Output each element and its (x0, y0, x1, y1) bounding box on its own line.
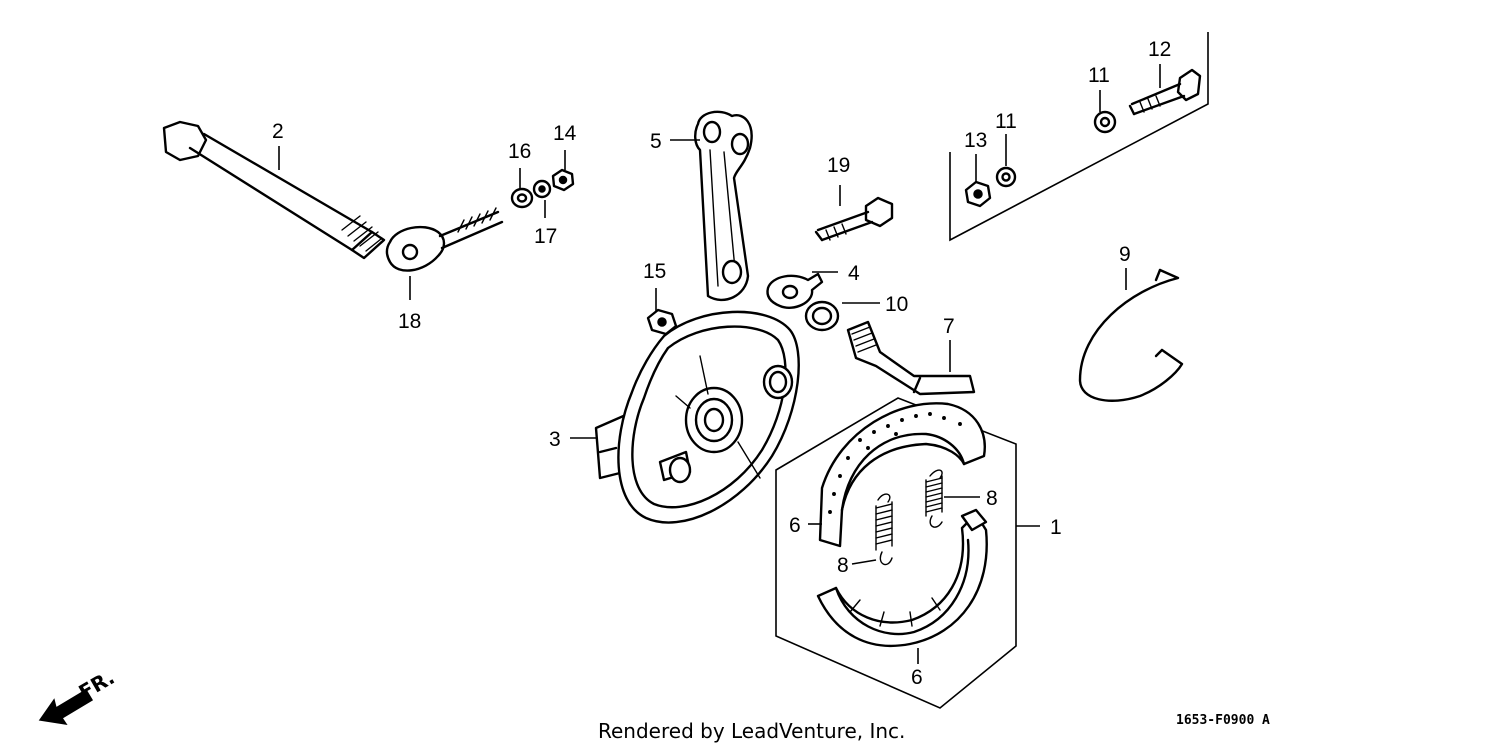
part-2-bolt[interactable] (162, 120, 386, 260)
callout-5[interactable]: 5 (650, 130, 662, 153)
callout-15[interactable]: 15 (643, 260, 666, 283)
part-4-wear-indicator[interactable] (766, 272, 824, 309)
callout-4[interactable]: 4 (848, 262, 860, 285)
callout-12[interactable]: 12 (1148, 38, 1171, 61)
part-6-brake-shoe-lower[interactable] (816, 508, 988, 648)
part-8-spring-left[interactable] (875, 493, 893, 566)
callout-1[interactable]: 1 (1050, 516, 1062, 539)
part-17-washer[interactable] (532, 179, 552, 199)
callout-8-right[interactable]: 8 (986, 487, 998, 510)
lining-dots (828, 412, 962, 514)
callout-11-upper[interactable]: 11 (1088, 64, 1110, 87)
part-12-bolt[interactable] (1128, 68, 1202, 116)
callout-7[interactable]: 7 (943, 315, 955, 338)
callout-13[interactable]: 13 (964, 129, 987, 152)
render-credit: Rendered by LeadVenture, Inc. (598, 719, 905, 743)
callout-3[interactable]: 3 (549, 428, 561, 451)
callout-8-left[interactable]: 8 (837, 554, 849, 577)
callout-16[interactable]: 16 (508, 140, 531, 163)
callout-9[interactable]: 9 (1119, 243, 1131, 266)
part-15-nut[interactable] (646, 308, 678, 336)
part-9-wire-clip[interactable] (1078, 268, 1184, 402)
part-3-brake-panel[interactable] (594, 310, 800, 524)
part-10-seal[interactable] (804, 300, 840, 332)
callout-2[interactable]: 2 (272, 120, 284, 143)
part-11-washer-upper[interactable] (1093, 110, 1117, 134)
part-14-nut[interactable] (551, 168, 575, 192)
part-8-spring-right[interactable] (925, 469, 943, 528)
part-16-washer[interactable] (510, 187, 534, 209)
part-7-brake-cam[interactable] (846, 320, 976, 396)
front-direction-indicator: FR. (38, 665, 119, 726)
part-1-group-outline (775, 397, 1017, 709)
callout-6-lower[interactable]: 6 (911, 666, 923, 689)
callout-labels: 1 2 3 4 5 6 6 7 8 8 9 10 11 11 12 13 14 … (272, 38, 1171, 689)
part-19-bolt[interactable] (814, 196, 894, 242)
callout-11-lower[interactable]: 11 (995, 110, 1017, 133)
callout-14[interactable]: 14 (553, 122, 577, 145)
part-6-brake-shoe-upper[interactable] (818, 402, 986, 548)
diagram-code: 1653-F0900 (1176, 713, 1254, 728)
callout-17[interactable]: 17 (534, 225, 557, 248)
part-13-nut[interactable] (964, 180, 992, 208)
callout-6-upper[interactable]: 6 (789, 514, 801, 537)
diagram-code-suffix: A (1262, 713, 1270, 728)
part-5-brake-arm[interactable] (694, 110, 753, 302)
part-11-washer-lower[interactable] (995, 166, 1017, 188)
callout-19[interactable]: 19 (827, 154, 850, 177)
front-arrow-icon (38, 688, 94, 726)
callout-10[interactable]: 10 (885, 293, 908, 316)
leader-lines (278, 64, 1161, 664)
bracket-outline (949, 32, 1209, 242)
part-18-eye-rod[interactable] (385, 207, 504, 272)
callout-18[interactable]: 18 (398, 310, 421, 333)
